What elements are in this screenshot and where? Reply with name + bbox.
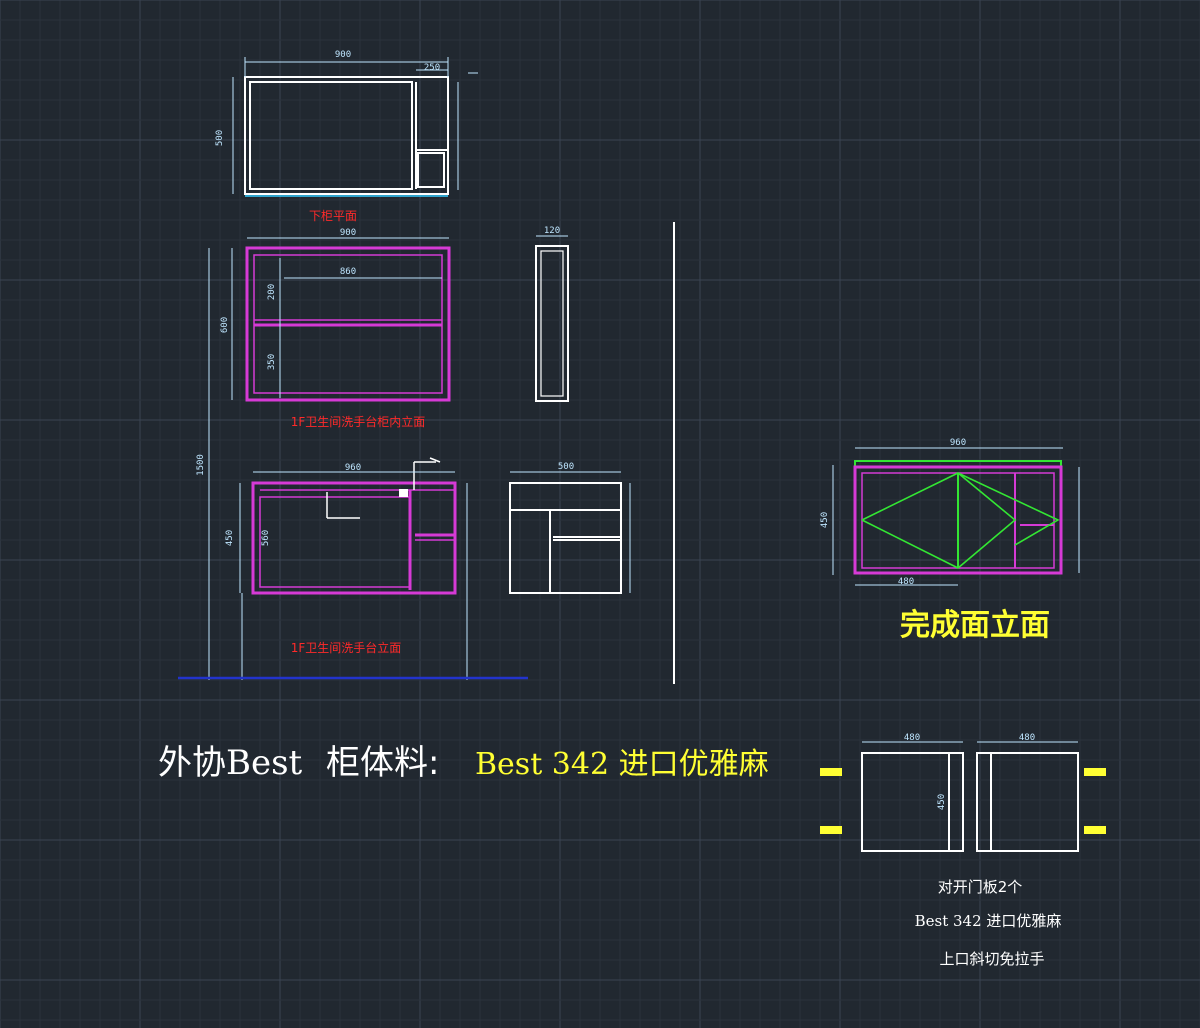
total-height-dim: 1500 (196, 454, 206, 476)
finished-half-dim: 480 (898, 577, 914, 587)
door-panel-right (976, 752, 1079, 852)
cabinet-side-section (535, 235, 569, 402)
door-note-line3: 上口斜切免拉手 (939, 950, 1044, 968)
inner-elevation-dimensions (231, 237, 449, 400)
lower-cabinet-plan-view (244, 76, 449, 197)
plan-dimensions (232, 57, 478, 194)
finished-width-dim: 960 (950, 438, 966, 448)
plan-width-dim: 900 (335, 50, 351, 60)
plan-depth-dim: 500 (215, 130, 225, 146)
material-prefix: 外协Best (158, 743, 303, 783)
door-right-width-dim: 480 (1019, 733, 1035, 743)
inner-upper-dim: 200 (267, 284, 277, 300)
faucet-marker (399, 489, 408, 497)
cabinet-side-view (509, 471, 631, 594)
door-left-width-dim: 480 (904, 733, 920, 743)
inner-outline (245, 246, 451, 402)
door-panels (861, 741, 1079, 852)
plan-title: 下柜平面 (309, 209, 357, 223)
material-value: Best 342 进口优雅麻 (475, 747, 769, 782)
front-inner-dim: 560 (261, 530, 271, 546)
door-note-line1: 对开门板2个 (938, 878, 1023, 896)
door-height-dim: 450 (937, 794, 947, 810)
side-view-width-dim: 500 (558, 462, 574, 472)
front-outline (251, 481, 457, 595)
finished-height-dim: 450 (820, 512, 830, 528)
inner-lower-dim: 350 (267, 354, 277, 370)
inner-width-dim: 900 (340, 228, 356, 238)
front-elevation-dimensions (208, 248, 468, 680)
plan-outline (244, 76, 449, 195)
inner-elevation-title: 1F卫生间洗手台柜内立面 (291, 414, 426, 429)
inner-shelf-dim: 860 (340, 267, 356, 277)
front-height-dim: 450 (225, 530, 235, 546)
front-faucet-marks (326, 457, 441, 519)
finished-elevation (832, 447, 1080, 586)
plan-side-dim: 250 (424, 63, 440, 73)
inner-height-dim: 600 (220, 317, 230, 333)
material-label: 柜体料: (326, 743, 439, 783)
door-panel-left (861, 752, 964, 852)
door-note-line2: Best 342 进口优雅麻 (915, 912, 1062, 930)
finished-elevation-title: 完成面立面 (900, 608, 1050, 643)
front-elevation-title: 1F卫生间洗手台立面 (291, 640, 402, 655)
cabinet-inner-elevation (245, 246, 451, 402)
front-width-dim: 960 (345, 463, 361, 473)
cabinet-front-elevation (251, 481, 457, 595)
side-depth-dim: 120 (544, 226, 560, 236)
door-hinge-markers (820, 768, 1106, 834)
